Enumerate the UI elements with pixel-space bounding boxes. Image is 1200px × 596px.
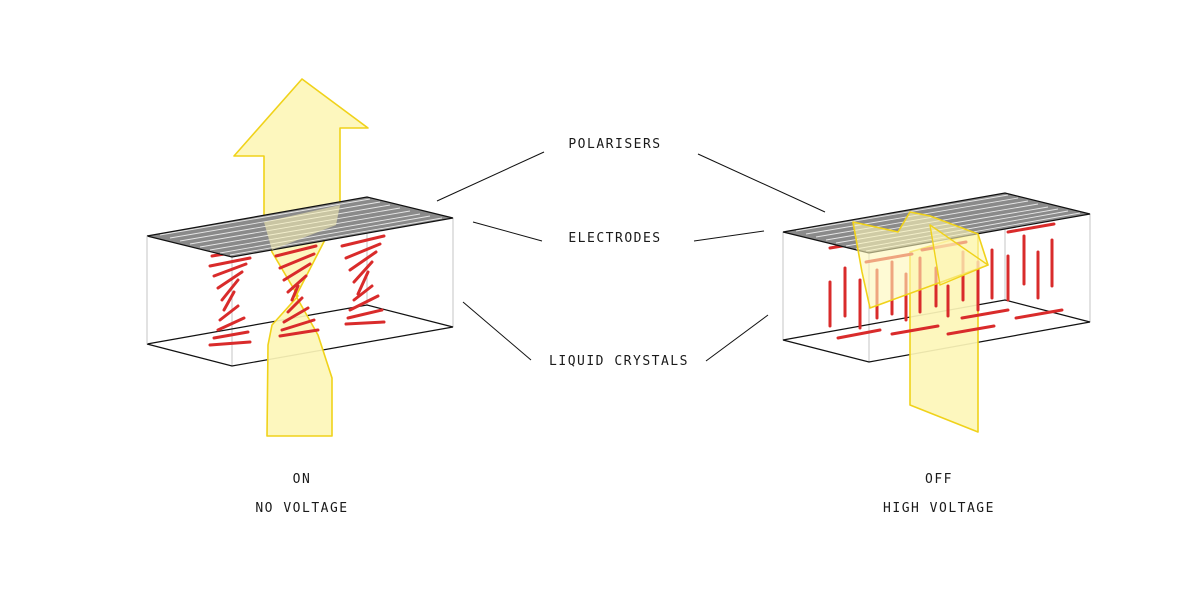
label-electrodes: ELECTRODES <box>568 231 662 246</box>
crystal <box>890 324 940 336</box>
right-voltage-label: HIGH VOLTAGE <box>883 501 995 516</box>
right-lcd-cell <box>782 192 1091 433</box>
leader-electrodes-right <box>693 230 765 242</box>
crystal <box>208 256 252 268</box>
crystal <box>218 304 240 322</box>
crystal <box>280 318 316 332</box>
right-state-label: OFF <box>925 472 953 487</box>
crystal <box>212 262 248 278</box>
crystal <box>282 306 310 324</box>
crystal <box>286 274 308 294</box>
crystal <box>1006 222 1056 234</box>
crystal <box>946 324 996 336</box>
crystal <box>356 270 370 296</box>
crystal <box>290 284 300 302</box>
left-lcd-cell <box>146 78 454 437</box>
crystal <box>212 330 250 340</box>
crystal <box>346 308 384 320</box>
left-voltage-label: NO VOLTAGE <box>255 501 349 516</box>
crystal <box>208 340 252 347</box>
crystal <box>352 284 374 302</box>
crystal <box>344 242 382 260</box>
crystal <box>274 244 318 258</box>
label-polarisers: POLARISERS <box>568 137 662 152</box>
crystal <box>286 296 304 314</box>
leader-polarisers-right <box>697 153 826 213</box>
crystal <box>348 250 378 272</box>
crystal <box>216 270 244 290</box>
leader-crystals-left <box>462 301 532 361</box>
leader-electrodes-left <box>472 221 543 242</box>
right-blocked-light-arrow <box>852 211 989 309</box>
crystal <box>344 320 386 326</box>
crystal <box>960 308 1010 320</box>
crystal <box>278 252 316 270</box>
crystal <box>220 278 240 302</box>
crystal <box>340 234 386 248</box>
leader-crystals-right <box>705 314 769 362</box>
crystal <box>278 328 320 338</box>
left-state-label: ON <box>292 472 312 487</box>
left-light-beam <box>233 78 369 437</box>
crystal <box>348 294 380 312</box>
leader-lines <box>436 151 826 362</box>
left-top-polariser <box>146 196 454 258</box>
crystal <box>1014 308 1064 320</box>
right-blocked-light-arrowhead <box>929 224 989 286</box>
crystal <box>282 262 312 282</box>
crystal <box>836 328 882 340</box>
leader-polarisers-left <box>436 151 545 202</box>
crystal <box>216 316 246 332</box>
crystal <box>352 260 374 284</box>
label-liquid-crystals: LIQUID CRYSTALS <box>549 354 689 369</box>
crystal <box>222 290 236 312</box>
